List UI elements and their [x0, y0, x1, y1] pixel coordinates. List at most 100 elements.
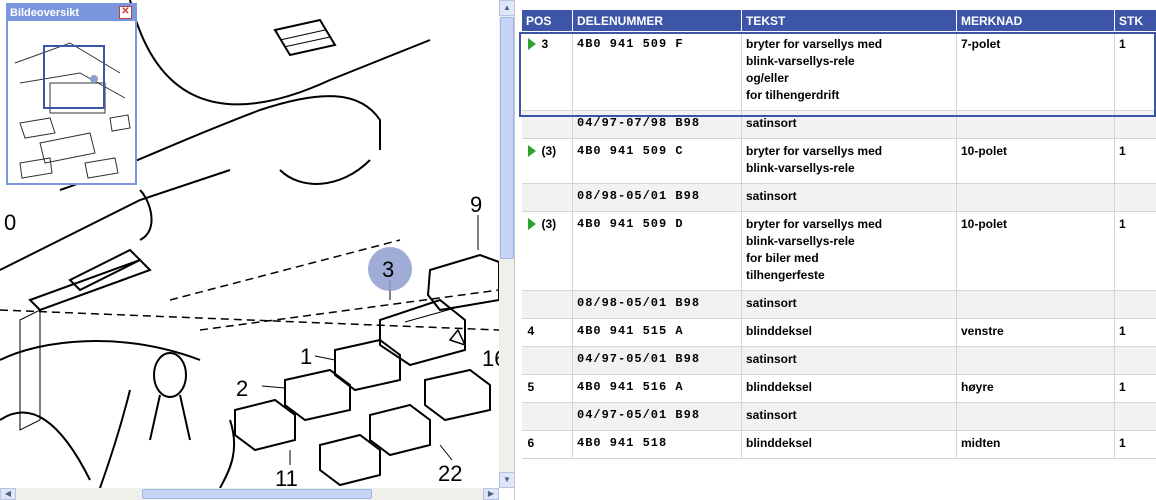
tekst-line: blink-varsellys-rele	[746, 54, 855, 68]
pos-value: (3)	[541, 217, 557, 231]
cell-pos	[521, 110, 573, 139]
play-arrow-icon[interactable]	[527, 218, 536, 230]
cell-pos: 6	[521, 430, 573, 459]
column-header-delenummer[interactable]: DELENUMMER	[572, 9, 742, 32]
cell-tekst: blinddeksel	[741, 374, 957, 403]
cell-tekst: blinddeksel	[741, 430, 957, 459]
tekst-line: tilhengerfeste	[746, 268, 825, 282]
cell-tekst: bryter for varsellys med blink-varsellys-…	[741, 31, 957, 111]
cell-merknad: 10-polet	[956, 211, 1115, 291]
column-header-tekst[interactable]: TEKST	[741, 9, 957, 32]
cell-stk	[1114, 346, 1156, 375]
exploded-parts-diagram[interactable]: 0 9 3 1 16 2 11 22	[0, 0, 499, 488]
cell-delenummer: 04/97-05/01 B98	[572, 402, 742, 431]
close-icon[interactable]: ✕	[119, 6, 132, 19]
tekst-line: satinsort	[746, 116, 797, 130]
cell-merknad: høyre	[956, 374, 1115, 403]
cell-stk: 1	[1114, 138, 1156, 184]
cell-stk: 1	[1114, 31, 1156, 111]
cell-stk: 1	[1114, 430, 1156, 459]
cell-pos	[521, 183, 573, 212]
cell-delenummer: 4B0 941 518	[572, 430, 742, 459]
pos-value: 4	[527, 324, 535, 338]
tekst-line: bryter for varsellys med	[746, 37, 883, 51]
callout-11[interactable]: 11	[275, 466, 298, 488]
cell-stk	[1114, 402, 1156, 431]
tekst-line: og/eller	[746, 71, 789, 85]
cell-merknad: 10-polet	[956, 138, 1115, 184]
table-row[interactable]: 04/97-05/01 B98 satinsort	[521, 402, 1156, 431]
cell-delenummer: 08/98-05/01 B98	[572, 183, 742, 212]
column-header-merknad[interactable]: MERKNAD	[956, 9, 1115, 32]
cell-merknad	[956, 290, 1115, 319]
cell-merknad: 7-polet	[956, 31, 1115, 111]
cell-delenummer: 4B0 941 515 A	[572, 318, 742, 347]
image-overview-panel[interactable]: Bildeoversikt ✕	[6, 3, 137, 185]
scroll-down-icon[interactable]: ▼	[499, 472, 514, 488]
pos-value: (3)	[541, 144, 557, 158]
cell-stk	[1114, 290, 1156, 319]
vertical-scroll-thumb[interactable]	[500, 17, 514, 259]
play-arrow-icon[interactable]	[527, 38, 536, 50]
cell-tekst: satinsort	[741, 110, 957, 139]
scroll-right-icon[interactable]: ▶	[483, 488, 499, 500]
table-row[interactable]: 08/98-05/01 B98 satinsort	[521, 183, 1156, 212]
callout-3[interactable]: 3	[382, 257, 394, 282]
column-header-stk[interactable]: STK	[1114, 9, 1156, 32]
cell-merknad: venstre	[956, 318, 1115, 347]
callout-1[interactable]: 1	[300, 344, 312, 369]
tekst-line: blinddeksel	[746, 436, 813, 450]
callout-16[interactable]: 16	[482, 346, 499, 371]
tekst-line: bryter for varsellys med	[746, 217, 883, 231]
cell-pos: 4	[521, 318, 573, 347]
tekst-line: satinsort	[746, 408, 797, 422]
tekst-line: for tilhengerdrift	[746, 88, 840, 102]
diagram-vertical-scrollbar[interactable]: ▲ ▼	[499, 0, 514, 488]
scroll-left-icon[interactable]: ◀	[0, 488, 16, 500]
pos-value: 3	[541, 37, 549, 51]
exploded-diagram-pane[interactable]: 0 9 3 1 16 2 11 22 Bildeoversikt ✕	[0, 0, 515, 500]
cell-merknad	[956, 183, 1115, 212]
tekst-line: blinddeksel	[746, 324, 813, 338]
play-arrow-icon[interactable]	[527, 145, 536, 157]
callout-9[interactable]: 9	[470, 192, 482, 217]
tekst-line: blink-varsellys-rele	[746, 161, 855, 175]
pos-value: 5	[527, 380, 535, 394]
horizontal-scroll-thumb[interactable]	[142, 489, 372, 499]
cell-delenummer: 04/97-05/01 B98	[572, 346, 742, 375]
diagram-horizontal-scrollbar[interactable]: ◀ ▶	[0, 488, 499, 500]
overview-viewport-frame[interactable]	[43, 45, 105, 109]
cell-delenummer: 4B0 941 509 C	[572, 138, 742, 184]
callout-2[interactable]: 2	[236, 376, 248, 401]
cell-stk	[1114, 183, 1156, 212]
scroll-up-icon[interactable]: ▲	[499, 0, 514, 16]
cell-merknad: midten	[956, 430, 1115, 459]
callout-22[interactable]: 22	[438, 461, 462, 486]
cell-tekst: blinddeksel	[741, 318, 957, 347]
cell-merknad	[956, 110, 1115, 139]
overview-title-bar[interactable]: Bildeoversikt ✕	[8, 5, 135, 21]
overview-thumbnail[interactable]	[10, 23, 134, 183]
cell-merknad	[956, 402, 1115, 431]
callout-highlight-circle[interactable]	[368, 247, 412, 291]
cell-pos: (3)	[521, 138, 573, 184]
tekst-line: for biler med	[746, 251, 819, 265]
pos-value: 6	[527, 436, 535, 450]
column-header-pos[interactable]: POS	[521, 9, 573, 32]
tekst-line: satinsort	[746, 189, 797, 203]
callout-0[interactable]: 0	[4, 210, 16, 235]
